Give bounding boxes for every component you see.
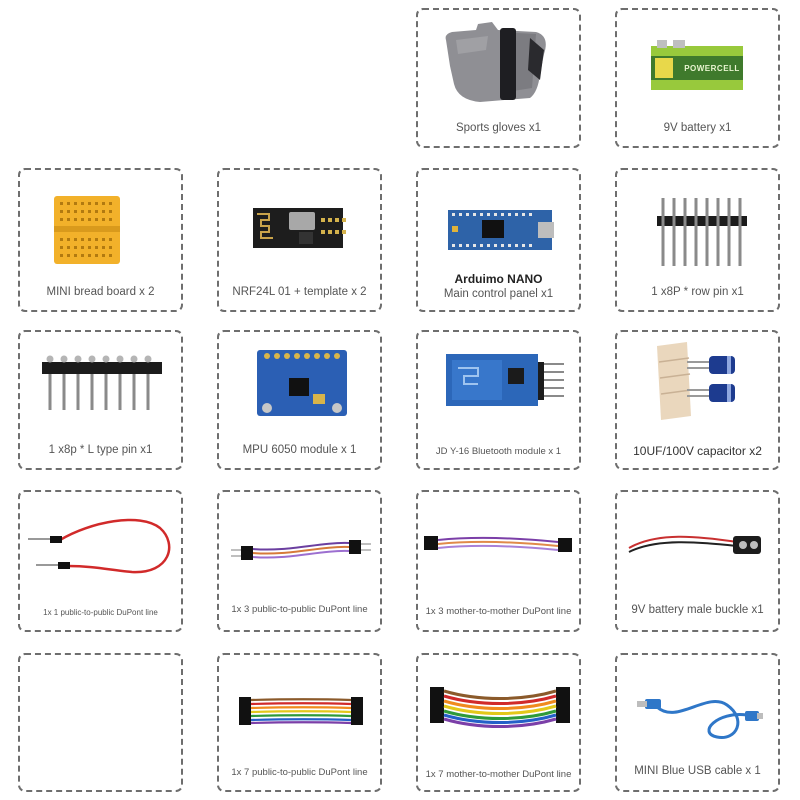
item-card-9v-battery[interactable]: POWERCELL 9V battery x1 — [615, 8, 780, 148]
item-caption: MPU 6050 module x 1 — [242, 444, 357, 456]
item-caption: Main control panel x1 — [443, 288, 554, 300]
item-card-nrf24l01[interactable]: NRF24L 01 + template x 2 — [217, 168, 382, 312]
usb-cable-image — [637, 699, 763, 739]
item-caption: 1x 7 public-to-public DuPont line — [231, 767, 368, 778]
item-caption: MINI Blue USB cable x 1 — [634, 765, 761, 777]
l-type-pin-header-image — [42, 355, 162, 410]
dupont-line-7-pp-image — [239, 697, 363, 725]
mini-breadboard-image — [54, 196, 120, 264]
item-caption: 1x 3 mother-to-mother DuPont line — [425, 606, 572, 617]
arduino-nano-board-image — [448, 210, 554, 250]
item-card-empty — [18, 653, 183, 792]
battery-brand-label: POWERCELL — [684, 64, 740, 73]
item-caption: 1x 7 mother-to-mother DuPont line — [425, 769, 572, 780]
row-pin-header-image — [657, 198, 747, 266]
bluetooth-module-image — [446, 354, 564, 406]
item-caption: NRF24L 01 + template x 2 — [232, 286, 367, 298]
item-card-sports-gloves[interactable]: Sports gloves x1 — [416, 8, 581, 148]
item-card-row-pin[interactable]: 1 x8P * row pin x1 — [615, 168, 780, 312]
item-card-arduino-nano[interactable]: Arduimo NANO Main control panel x1 — [416, 168, 581, 312]
item-card-mpu6050[interactable]: MPU 6050 module x 1 — [217, 330, 382, 470]
mpu6050-module-image — [257, 350, 347, 416]
item-caption: MINI bread board x 2 — [46, 286, 155, 298]
item-caption: 1x 3 public-to-public DuPont line — [231, 604, 368, 615]
dupont-line-3-mm-image — [424, 536, 572, 552]
item-caption: 1 x8p * L type pin x1 — [48, 444, 153, 456]
item-card-dupont-1[interactable]: 1x 1 public-to-public DuPont line — [18, 490, 183, 632]
dupont-line-7-mm-image — [430, 687, 570, 728]
item-caption: 9V battery male buckle x1 — [631, 604, 764, 616]
item-caption: 1 x8P * row pin x1 — [651, 286, 744, 298]
nrf24l01-module-image — [253, 208, 346, 248]
item-card-mini-breadboard[interactable]: MINI bread board x 2 — [18, 168, 183, 312]
capacitor-image — [657, 342, 735, 420]
9v-battery-image — [651, 40, 743, 90]
item-title: Arduimo NANO — [454, 272, 543, 286]
item-card-dupont-7-pp[interactable]: 1x 7 public-to-public DuPont line — [217, 653, 382, 792]
dupont-line-3-pp-image — [231, 540, 371, 560]
item-card-9v-buckle[interactable]: 9V battery male buckle x1 — [615, 490, 780, 632]
item-caption: 9V battery x1 — [663, 122, 732, 134]
item-card-usb-cable[interactable]: MINI Blue USB cable x 1 — [615, 653, 780, 792]
dupont-line-1-image — [28, 518, 171, 574]
item-caption: 10UF/100V capacitor x2 — [633, 444, 762, 458]
item-card-l-type-pin[interactable]: 1 x8p * L type pin x1 — [18, 330, 183, 470]
9v-battery-buckle-image — [628, 535, 761, 554]
item-caption: JD Y-16 Bluetooth module x 1 — [435, 446, 562, 457]
item-card-bluetooth-module[interactable]: JD Y-16 Bluetooth module x 1 — [416, 330, 581, 470]
item-card-dupont-7-mm[interactable]: 1x 7 mother-to-mother DuPont line — [416, 653, 581, 792]
item-caption: Sports gloves x1 — [455, 122, 541, 134]
item-card-dupont-3-mm[interactable]: 1x 3 mother-to-mother DuPont line — [416, 490, 581, 632]
item-caption: 1x 1 public-to-public DuPont line — [43, 608, 158, 617]
item-card-dupont-3-pp[interactable]: 1x 3 public-to-public DuPont line — [217, 490, 382, 632]
item-card-capacitor[interactable]: 10UF/100V capacitor x2 — [615, 330, 780, 470]
sports-gloves-image — [445, 22, 546, 102]
